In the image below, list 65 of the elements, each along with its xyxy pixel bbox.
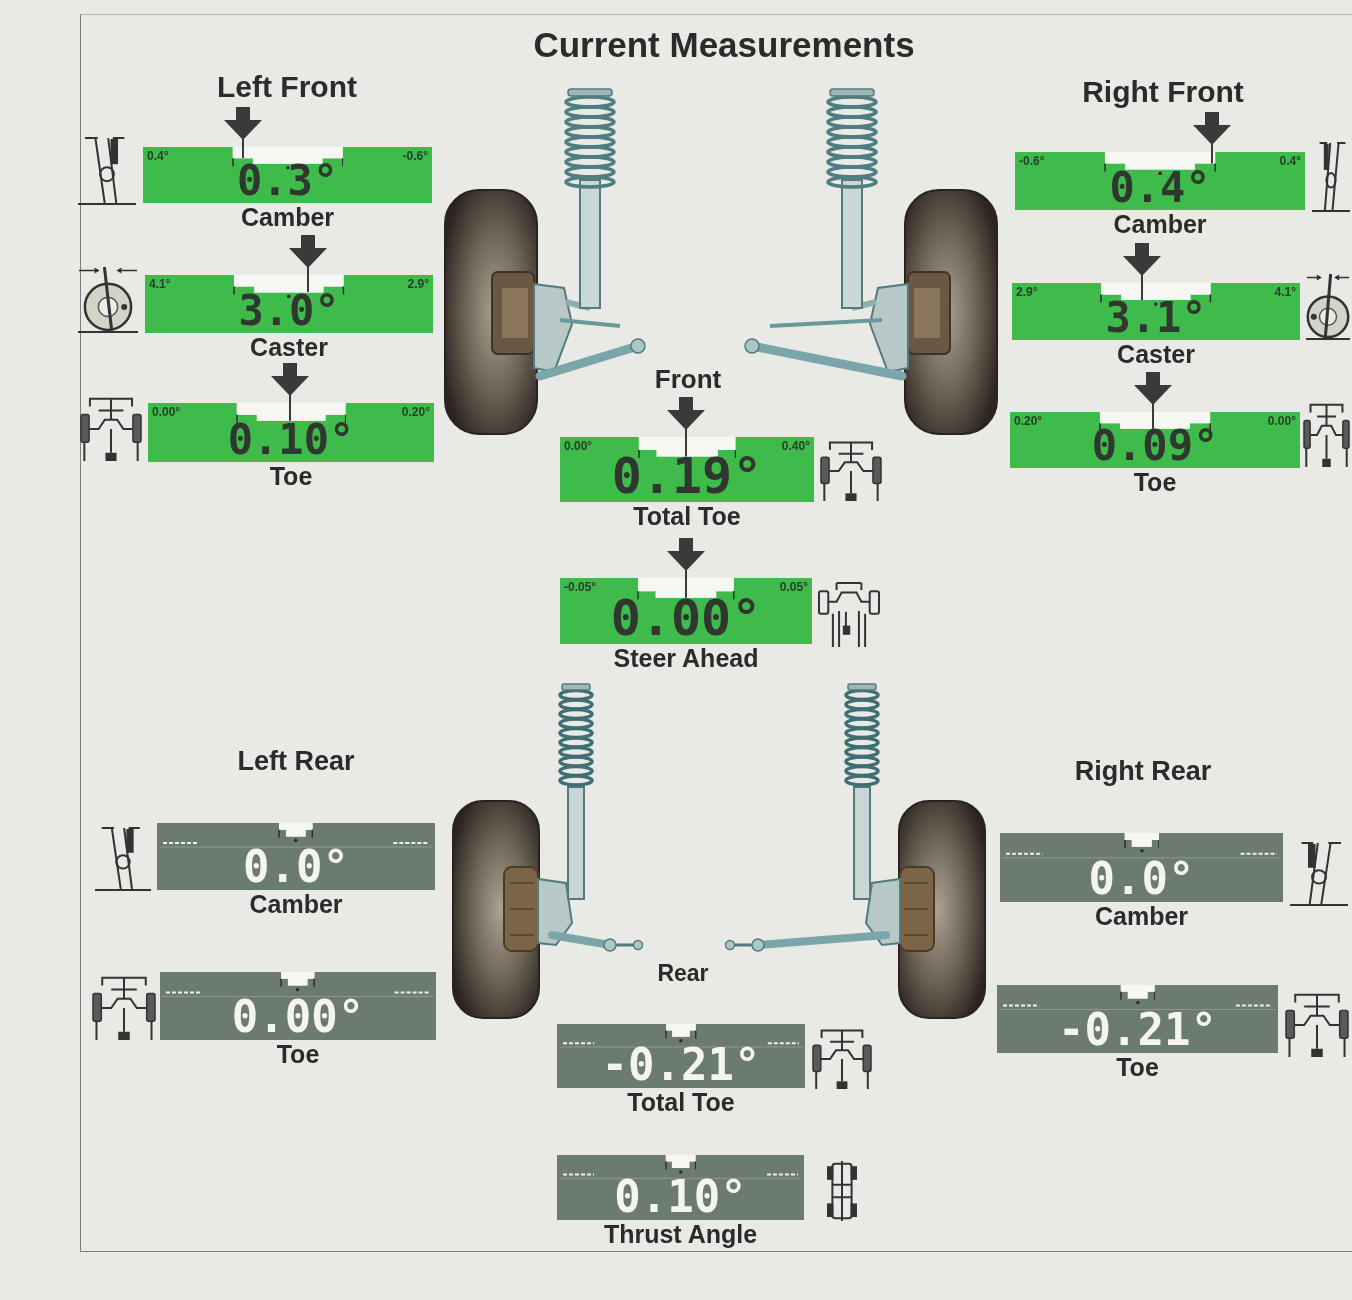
value-readout: 3.0°: [238, 290, 340, 332]
gauge-bar: [557, 1024, 805, 1088]
value-readout: -0.21°: [1058, 1008, 1217, 1052]
range-limit: -0.6°: [402, 150, 428, 164]
page-title: Current Measurements: [533, 26, 915, 65]
gauge-bar: [557, 1155, 804, 1220]
gauge-caption: Camber: [249, 891, 343, 919]
range-limit: 0.4°: [1279, 155, 1301, 169]
section-heading: Left Front: [217, 70, 357, 103]
value-readout: 0.00°: [231, 995, 365, 1039]
gauge-bar: [160, 972, 436, 1040]
gauge-caption: Thrust Angle: [603, 1221, 758, 1249]
gauge-bar: [1000, 833, 1283, 902]
range-limit: 4.1°: [149, 278, 171, 292]
section-heading: Left Rear: [237, 747, 355, 777]
range-limit: 0.05°: [779, 581, 808, 595]
gauge-caption: Steer Ahead: [613, 645, 759, 673]
value-readout: 0.3°: [236, 160, 339, 202]
range-limit: 2.9°: [407, 278, 429, 292]
gauge-caption: Camber: [1094, 903, 1189, 931]
range-limit: -0.05°: [564, 581, 597, 595]
range-limit: 2.9°: [1016, 286, 1038, 300]
gauge-caption: Camber: [240, 204, 335, 232]
value-readout: -0.21°: [601, 1043, 761, 1087]
gauge-caption: Toe: [276, 1041, 320, 1069]
axle-label: Front: [654, 365, 722, 394]
range-limit: -0.6°: [1019, 155, 1045, 169]
gauge-bar: [157, 823, 435, 890]
gauge-bar: [148, 403, 434, 462]
gauge-caption: Toe: [1133, 469, 1177, 497]
section-heading: Right Rear: [1074, 757, 1212, 787]
range-limit: 0.20°: [1014, 415, 1043, 429]
gauge-caption: Caster: [1117, 341, 1195, 369]
gauge-bar: [560, 437, 814, 502]
gauge-caption: Caster: [250, 334, 328, 362]
range-limit: 0.40°: [781, 440, 810, 454]
gauge-bar: [145, 275, 433, 333]
gauge-bar: [560, 578, 812, 644]
axle-label: Rear: [657, 961, 709, 987]
gauge-bar: [1012, 283, 1300, 340]
range-limit: 0.20°: [401, 406, 430, 420]
gauge-caption: Total Toe: [627, 1089, 735, 1117]
range-limit: 0.00°: [564, 440, 593, 454]
value-readout: 0.09°: [1091, 425, 1219, 467]
gauge-bar: [143, 147, 432, 203]
gauge-bar: [1010, 412, 1300, 468]
range-limit: 4.1°: [1274, 286, 1296, 300]
gauge-caption: Toe: [1116, 1054, 1159, 1082]
gauge-bar: [997, 985, 1278, 1053]
range-limit: 0.00°: [1267, 415, 1296, 429]
value-readout: 0.19°: [611, 451, 763, 501]
value-readout: 0.0°: [1088, 857, 1195, 901]
value-readout: 0.10°: [614, 1175, 747, 1219]
range-limit: 0.00°: [152, 406, 181, 420]
range-limit: 0.4°: [147, 150, 169, 164]
gauge-bar: [1015, 152, 1305, 210]
gauge-caption: Camber: [1113, 211, 1207, 239]
value-readout: 0.00°: [610, 593, 762, 643]
value-readout: 3.1°: [1105, 297, 1207, 339]
gauge-caption: Toe: [269, 463, 313, 491]
value-readout: 0.4°: [1109, 167, 1211, 209]
gauge-caption: Total Toe: [633, 503, 741, 531]
value-readout: 0.10°: [227, 419, 355, 461]
section-heading: Right Front: [1082, 75, 1244, 108]
value-readout: 0.0°: [243, 845, 349, 889]
